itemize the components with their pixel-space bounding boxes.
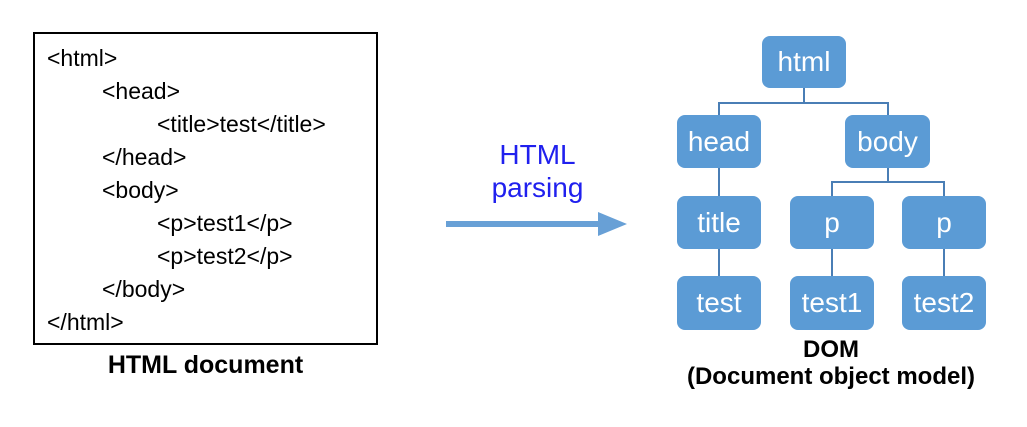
parsing-label: HTML parsing <box>445 138 630 204</box>
parsing-label-line1: HTML <box>499 139 576 170</box>
parsing-label-line2: parsing <box>491 172 584 203</box>
dom-caption-line1: DOM <box>803 336 859 363</box>
code-line: <head> <box>102 78 181 104</box>
tree-node-p1: p <box>790 196 874 249</box>
tree-node-test: test <box>677 276 761 330</box>
code-line: <body> <box>102 177 179 203</box>
code-line: </html> <box>47 309 124 335</box>
dom-caption-line2: (Document object model) <box>686 363 975 390</box>
tree-node-head: head <box>677 115 761 168</box>
tree-node-html: html <box>762 36 846 88</box>
tree-node-test1: test1 <box>790 276 874 330</box>
code-line: <p>test2</p> <box>157 243 293 269</box>
html-document-caption: HTML document <box>107 351 304 379</box>
code-line: <title>test</title> <box>157 111 326 137</box>
code-line: <html> <box>47 45 118 71</box>
html-document-box: <html> <head> <title>test</title> </head… <box>33 32 378 345</box>
code-line: </body> <box>102 276 186 302</box>
tree-node-title: title <box>677 196 761 249</box>
code-line: <p>test1</p> <box>157 210 293 236</box>
tree-node-p2: p <box>902 196 986 249</box>
dom-caption: DOM (Document object model) <box>650 336 1012 390</box>
code-line: </head> <box>102 144 187 170</box>
tree-node-body: body <box>845 115 930 168</box>
tree-node-test2: test2 <box>902 276 986 330</box>
